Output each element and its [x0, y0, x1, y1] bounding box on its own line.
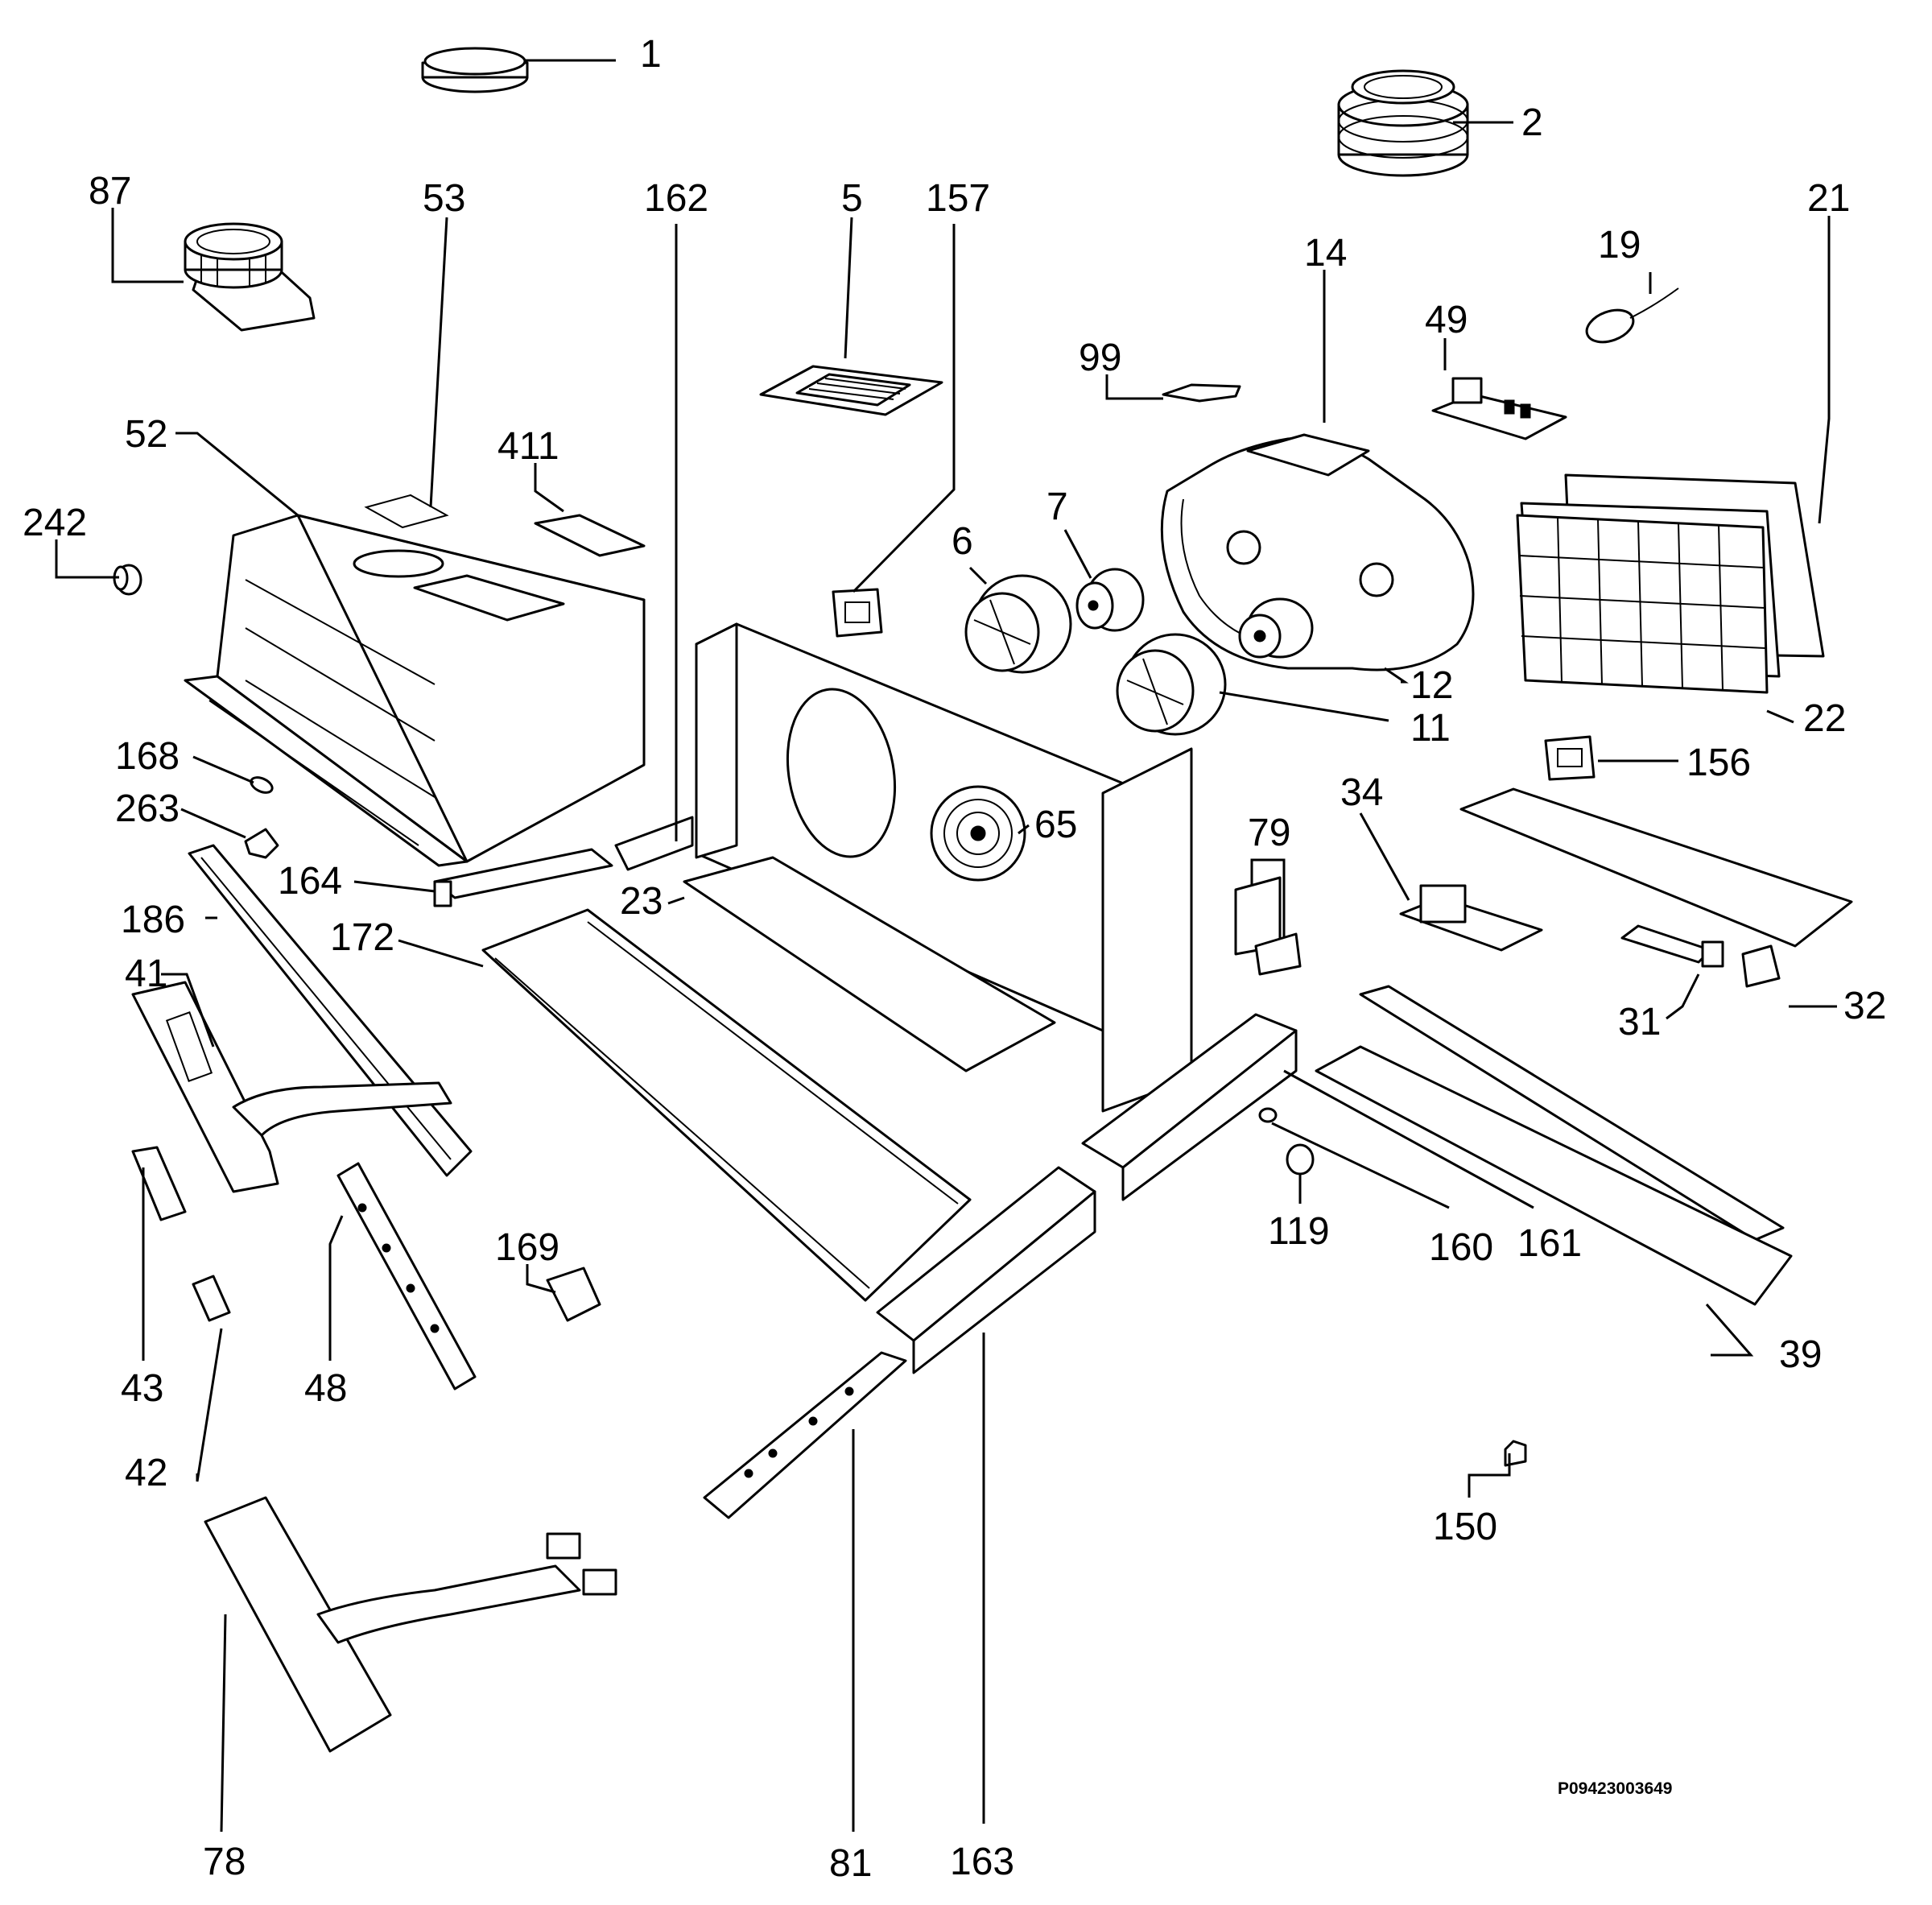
callout-81: 81 — [829, 1842, 872, 1885]
part-65-fan-guard — [930, 785, 1026, 882]
part-6-fan-wheel — [964, 574, 1072, 674]
callout-1: 1 — [640, 33, 662, 76]
part-42-cap — [192, 1275, 231, 1322]
part-34-transformer — [1399, 884, 1543, 952]
part-168-clip — [250, 776, 274, 794]
callout-150: 150 — [1433, 1506, 1497, 1548]
part-157-clip — [832, 588, 883, 638]
drawing-number: P09423003649 — [1558, 1779, 1672, 1798]
part-160-spacer — [1258, 1107, 1278, 1123]
callout-11: 11 — [1410, 707, 1451, 750]
callout-169: 169 — [495, 1226, 559, 1269]
callout-168: 168 — [115, 735, 180, 778]
callout-65: 65 — [1034, 804, 1077, 846]
part-161-slide — [1359, 985, 1785, 1242]
part-back-panel — [695, 622, 1193, 1113]
callout-19: 19 — [1598, 224, 1641, 267]
part-172-tray — [481, 908, 972, 1302]
callout-labels: 1 2 87 53 162 5 157 14 19 21 49 99 52 41… — [23, 33, 1886, 1885]
part-19-lamp — [1585, 287, 1679, 344]
part-156-clip — [1544, 735, 1596, 781]
callout-156: 156 — [1686, 742, 1751, 784]
callout-164: 164 — [278, 860, 342, 903]
part-11-fan-wheel — [1116, 633, 1227, 736]
callout-7: 7 — [1046, 486, 1068, 528]
part-242-knob — [113, 564, 142, 596]
callout-78: 78 — [203, 1841, 246, 1883]
part-81-telescopic-rail — [703, 1351, 907, 1519]
part-12-motor — [1238, 597, 1314, 659]
callout-160: 160 — [1429, 1226, 1493, 1269]
part-7-motor — [1075, 568, 1145, 632]
callout-49: 49 — [1425, 299, 1468, 341]
part-39-profile — [1315, 1045, 1793, 1306]
part-43-slider — [131, 1146, 187, 1221]
part-1-cap — [421, 47, 529, 93]
part-79-switch — [1234, 876, 1302, 976]
callout-32: 32 — [1843, 985, 1886, 1027]
callout-161: 161 — [1517, 1222, 1582, 1265]
part-32-socket — [1741, 944, 1781, 988]
part-164-rail — [433, 848, 613, 907]
callout-157: 157 — [926, 177, 990, 220]
callout-53: 53 — [423, 177, 465, 220]
part-top-channel — [1459, 787, 1853, 948]
callout-41: 41 — [125, 953, 167, 995]
part-49-circuit-board — [1431, 377, 1567, 440]
part-14-motor-housing — [1160, 433, 1475, 672]
part-2-duct-ring — [1337, 69, 1469, 177]
part-263-clip — [244, 828, 279, 859]
callout-411: 411 — [497, 425, 559, 468]
callout-22: 22 — [1803, 697, 1846, 740]
part-162-channel — [614, 816, 694, 871]
part-5-grille — [759, 365, 943, 416]
part-52-hood-body — [184, 514, 646, 867]
part-31-lamp — [1620, 924, 1724, 968]
callout-42: 42 — [125, 1452, 167, 1494]
callout-34: 34 — [1340, 771, 1383, 814]
callout-2: 2 — [1521, 101, 1543, 144]
part-53-top-plate — [364, 494, 449, 529]
callout-172: 172 — [330, 916, 394, 959]
callout-186: 186 — [121, 899, 185, 941]
callout-242: 242 — [23, 502, 87, 544]
part-119-nut — [1286, 1143, 1315, 1176]
callout-163: 163 — [950, 1841, 1014, 1883]
callout-79: 79 — [1248, 812, 1290, 854]
part-side-channel — [1081, 1013, 1298, 1201]
callout-48: 48 — [304, 1367, 347, 1410]
part-78-front-frame — [204, 1496, 617, 1753]
callout-6: 6 — [952, 520, 973, 563]
callout-23: 23 — [620, 880, 663, 923]
callout-21: 21 — [1807, 177, 1850, 220]
part-48-switch-board — [336, 1162, 477, 1391]
part-41-handle — [131, 981, 452, 1193]
part-169-clip — [546, 1267, 601, 1322]
part-22-grease-filter — [1516, 514, 1769, 694]
leader-lines — [55, 59, 1837, 1833]
part-99-bracket — [1162, 383, 1241, 403]
callout-263: 263 — [115, 787, 180, 830]
callout-12: 12 — [1410, 664, 1453, 707]
callout-119: 119 — [1268, 1210, 1330, 1253]
part-23-base-plate — [683, 856, 1056, 1072]
callout-5: 5 — [841, 177, 863, 220]
callout-87: 87 — [89, 170, 131, 213]
callout-39: 39 — [1779, 1333, 1822, 1376]
callout-162: 162 — [644, 177, 708, 220]
callout-14: 14 — [1304, 232, 1347, 275]
callout-31: 31 — [1618, 1001, 1661, 1043]
callout-52: 52 — [125, 413, 167, 456]
part-163-bar — [876, 1166, 1096, 1374]
part-87-duct-adaptor — [184, 222, 316, 332]
part-411-label — [534, 514, 646, 557]
callout-43: 43 — [121, 1367, 163, 1410]
callout-99: 99 — [1079, 337, 1121, 379]
